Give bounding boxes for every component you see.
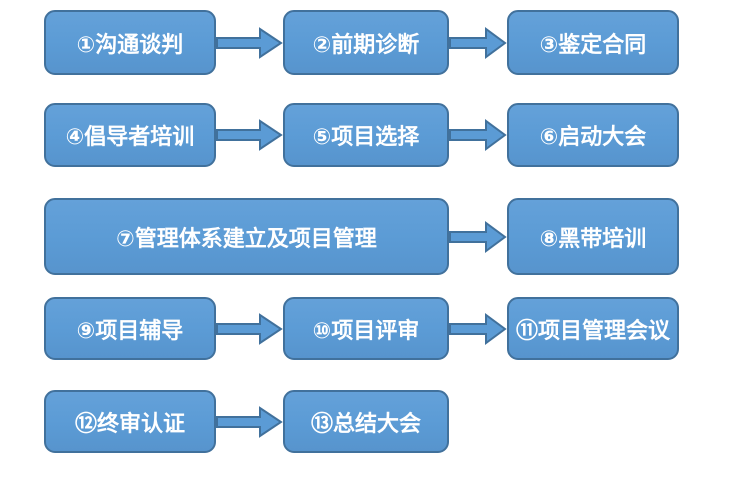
flow-row-1: ①沟通谈判 ②前期诊断 ③鉴定合同: [44, 10, 737, 75]
step-13-box: ⑬总结大会: [283, 390, 449, 453]
right-arrow-icon: [216, 312, 283, 345]
step-5-box: ⑤项目选择: [283, 103, 449, 167]
flow-row-3: ⑦管理体系建立及项目管理 ⑧黑带培训: [44, 198, 737, 275]
right-arrow-icon: [449, 220, 507, 253]
step-7-box: ⑦管理体系建立及项目管理: [44, 198, 449, 275]
right-arrow-icon: [216, 119, 283, 151]
right-arrow-icon: [449, 26, 507, 59]
right-arrow-icon: [449, 312, 507, 345]
step-6-box: ⑥启动大会: [507, 103, 679, 167]
step-4-box: ④倡导者培训: [44, 103, 216, 167]
flow-row-4: ⑨项目辅导 ⑩项目评审 ⑪项目管理会议: [44, 297, 737, 360]
step-3-box: ③鉴定合同: [507, 10, 679, 75]
step-9-box: ⑨项目辅导: [44, 297, 216, 360]
flow-row-5: ⑫终审认证 ⑬总结大会: [44, 390, 737, 453]
right-arrow-icon: [449, 119, 507, 151]
flow-row-2: ④倡导者培训 ⑤项目选择 ⑥启动大会: [44, 103, 737, 167]
step-8-box: ⑧黑带培训: [507, 198, 679, 275]
step-10-box: ⑩项目评审: [283, 297, 449, 360]
step-12-box: ⑫终审认证: [44, 390, 216, 453]
right-arrow-icon: [216, 26, 283, 59]
flowchart-canvas: ①沟通谈判 ②前期诊断 ③鉴定合同 ④倡导者培训 ⑤项目选择 ⑥启动大会 ⑦管理…: [0, 10, 737, 485]
step-2-box: ②前期诊断: [283, 10, 449, 75]
step-1-box: ①沟通谈判: [44, 10, 216, 75]
step-11-box: ⑪项目管理会议: [507, 297, 679, 360]
right-arrow-icon: [216, 405, 283, 438]
